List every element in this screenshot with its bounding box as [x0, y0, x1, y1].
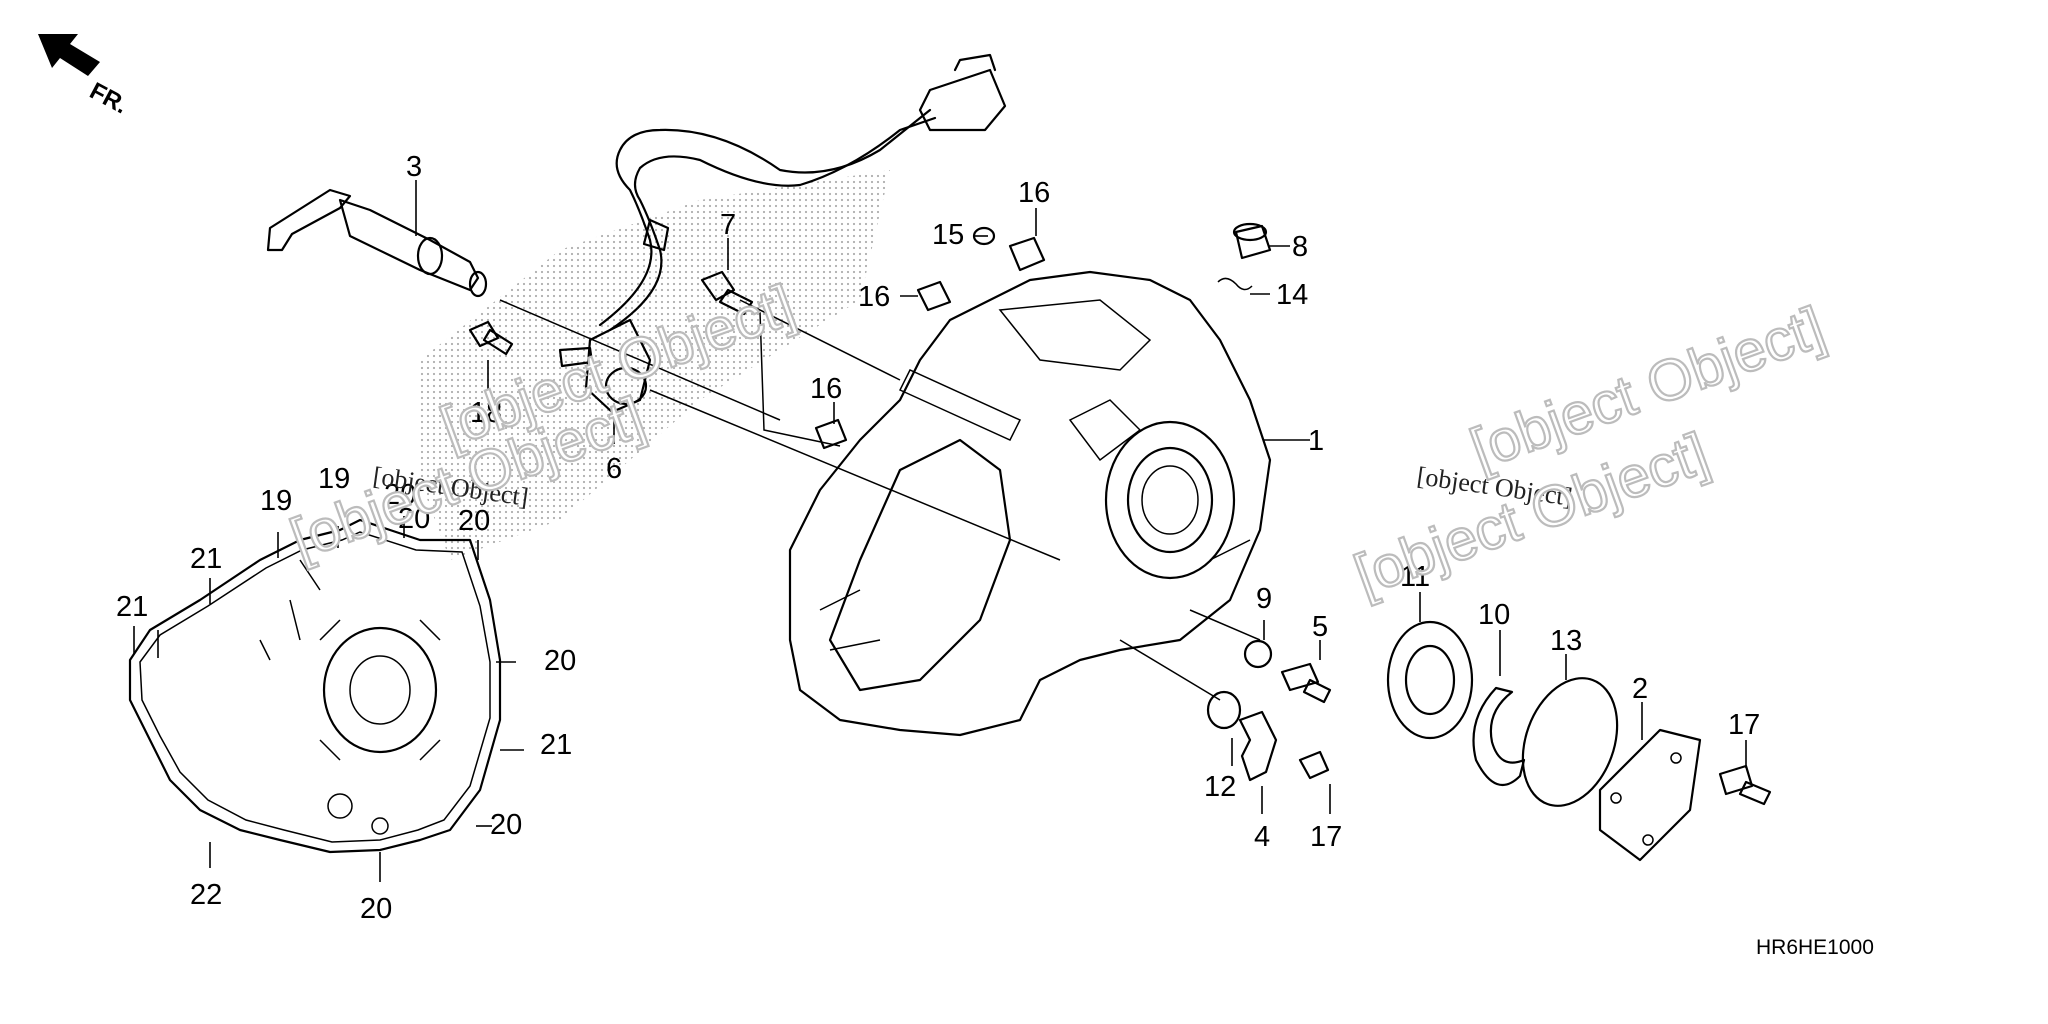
callout-number: 10 [1478, 599, 1510, 631]
callout-number: 16 [858, 281, 890, 313]
callout-number: 21 [540, 729, 572, 761]
callouts: 1 2 3 4 5 6 7 8 9 10 11 12 13 14 15 16 1… [116, 151, 1760, 925]
part-bolt-18 [468, 320, 514, 356]
part-shift-spindle [266, 188, 488, 298]
callout-number: 7 [720, 209, 736, 241]
right-hardware [1206, 620, 1772, 862]
callout-number: 14 [1276, 279, 1308, 311]
callout-number: 15 [932, 219, 964, 251]
callout-number: 16 [810, 373, 842, 405]
callout-number: 19 [260, 485, 292, 517]
callout-number: 11 [1400, 561, 1430, 593]
part-gasket [128, 518, 502, 854]
callout-number: 8 [1292, 231, 1308, 263]
callout-number: 20 [490, 809, 522, 841]
part-bolt-7 [700, 270, 754, 316]
callout-number: 21 [190, 543, 222, 575]
callout-number: 21 [116, 591, 148, 623]
callout-number: 3 [406, 151, 422, 183]
callout-number: 18 [470, 397, 502, 429]
arrow-icon [38, 34, 100, 76]
axis-lines [499, 299, 1261, 701]
callout-number: 20 [458, 505, 490, 537]
stipple-shading [420, 170, 890, 560]
callout-number: 16 [1018, 177, 1050, 209]
front-label: FR. [85, 77, 132, 119]
callout-number: 19 [318, 463, 350, 495]
callout-number: 17 [1728, 709, 1760, 741]
callout-number: 20 [360, 893, 392, 925]
label-leaders [133, 180, 1747, 882]
callout-number: 6 [606, 453, 622, 485]
part-main-case [788, 270, 1272, 737]
callout-number: 9 [1256, 583, 1272, 615]
callout-number: 1 [1308, 425, 1324, 457]
callout-number: 17 [1310, 821, 1342, 853]
callout-number: 20 [398, 503, 430, 535]
callout-number: 12 [1204, 771, 1236, 803]
part-sensor-harness [558, 53, 1007, 414]
callout-number: 4 [1254, 821, 1270, 853]
callout-number: 22 [190, 879, 222, 911]
callout-number: 5 [1312, 611, 1328, 643]
callout-number: 2 [1632, 673, 1648, 705]
callout-number: 20 [384, 479, 416, 511]
callout-number: 13 [1550, 625, 1582, 657]
front-direction-arrow: FR. [38, 34, 132, 119]
diagram-code: HR6HE1000 [1756, 936, 1874, 959]
callout-number: 20 [544, 645, 576, 677]
